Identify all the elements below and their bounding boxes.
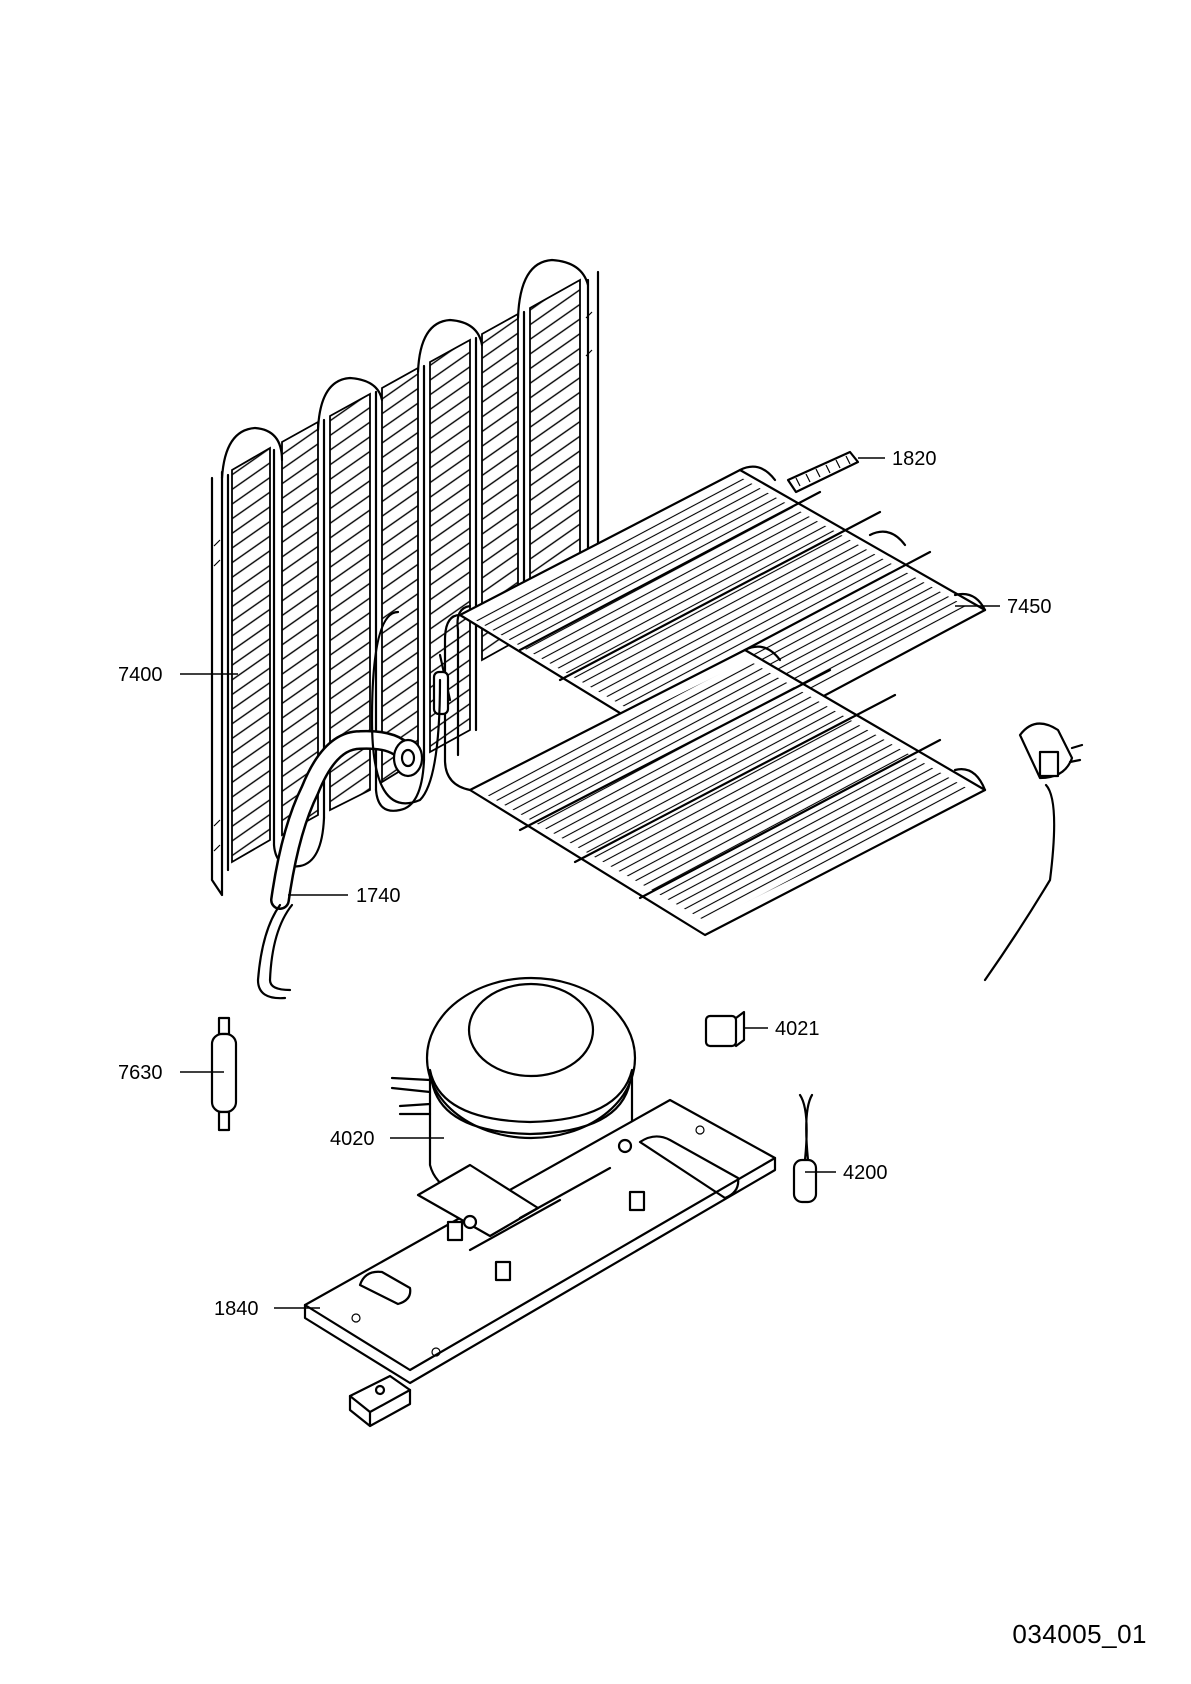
- callout-1740: 1740: [356, 885, 401, 907]
- callout-4020: 4020: [330, 1128, 375, 1150]
- callout-1840: 1840: [214, 1298, 259, 1320]
- condenser-7400: [210, 258, 600, 897]
- callout-4200: 4200: [843, 1162, 888, 1184]
- drawing-id: 034005_01: [1012, 1619, 1147, 1649]
- terminal-block: [348, 1374, 412, 1428]
- callout-1820: 1820: [892, 448, 937, 470]
- leader-lines: [180, 457, 1000, 1309]
- callout-7400: 7400: [118, 664, 163, 686]
- callout-4021: 4021: [775, 1018, 820, 1040]
- filter-drier-7630: [210, 1016, 238, 1132]
- evaporator-7450: [432, 465, 987, 937]
- relay-4021: [704, 1010, 746, 1048]
- callout-7630: 7630: [118, 1062, 163, 1084]
- base-plate-1840: [303, 1098, 777, 1385]
- power-plug: [983, 722, 1084, 982]
- clip-1820: [786, 450, 860, 494]
- callout-7450: 7450: [1007, 596, 1052, 618]
- suction-tube-1740: [256, 610, 442, 1000]
- capacitor-4200: [792, 1093, 818, 1204]
